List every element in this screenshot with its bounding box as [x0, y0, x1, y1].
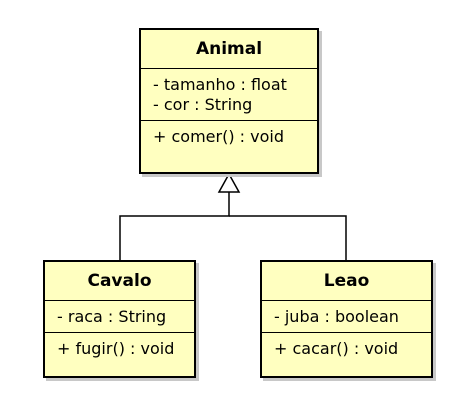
- operations-section: + cacar() : void: [262, 332, 431, 364]
- operation: + cacar() : void: [274, 339, 399, 358]
- attributes-section: - raca : String: [45, 301, 194, 332]
- cavalo-inheritance-line: [119, 192, 230, 260]
- attribute: - juba : boolean: [274, 307, 399, 326]
- operation: + comer() : void: [153, 127, 284, 146]
- generalization-arrowhead: [217, 172, 241, 193]
- attribute: - tamanho : float: [153, 75, 287, 94]
- class-leao[interactable]: Leao - juba : boolean + cacar() : void: [260, 260, 433, 378]
- class-cavalo[interactable]: Cavalo - raca : String + fugir() : void: [43, 260, 196, 378]
- attribute: - raca : String: [57, 307, 167, 326]
- class-animal[interactable]: Animal - tamanho : float - cor : String …: [139, 28, 319, 174]
- operation: + fugir() : void: [57, 339, 175, 358]
- class-name: Cavalo: [45, 262, 194, 301]
- operations-section: + comer() : void: [141, 120, 317, 152]
- attributes-section: - tamanho : float - cor : String: [141, 69, 317, 120]
- operations-section: + fugir() : void: [45, 332, 194, 364]
- leao-inheritance-line: [229, 215, 347, 260]
- class-name: Animal: [141, 30, 317, 69]
- attributes-section: - juba : boolean: [262, 301, 431, 332]
- attribute: - cor : String: [153, 95, 253, 114]
- class-name: Leao: [262, 262, 431, 301]
